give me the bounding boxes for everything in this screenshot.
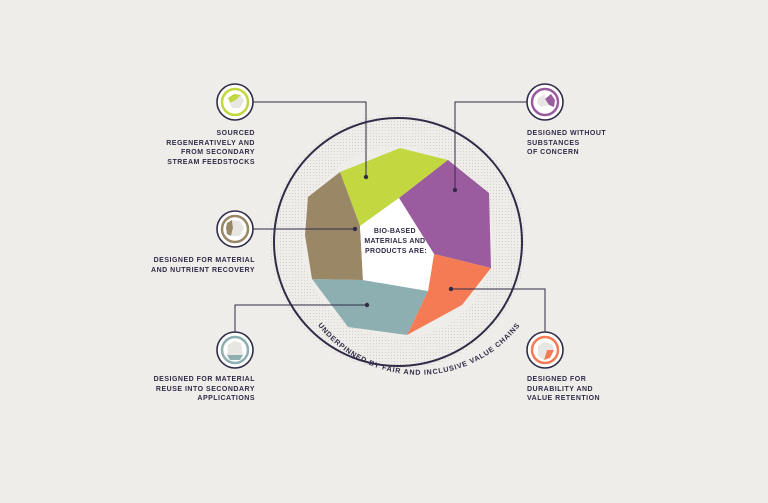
dot-recovery: [352, 226, 358, 232]
badge-recovery: [216, 210, 254, 248]
connectors: [234, 101, 546, 335]
outer-ring: [273, 117, 523, 367]
aperture-mini-brown-icon: [226, 220, 233, 236]
connector-dots: [352, 174, 458, 308]
badge-no-concern-ring: [530, 87, 560, 117]
aperture-mini-rest-icon-5: [538, 342, 554, 360]
dot-sourced: [363, 174, 369, 180]
badge-reuse-ring: [220, 335, 250, 365]
label-no-concern: DESIGNED WITHOUT SUBSTANCES OF CONCERN: [527, 130, 607, 156]
aperture-mini-teal-icon: [227, 355, 243, 360]
badge-reuse: [216, 331, 254, 369]
badge-sourced-ring: [220, 87, 250, 117]
badge-durability: [526, 331, 564, 369]
aperture: [305, 148, 491, 335]
label-sourced: SOURCED REGENERATIVELY AND FROM SECONDAR…: [166, 130, 255, 166]
connector-durability: [451, 288, 546, 335]
segment-green: [340, 148, 448, 226]
aperture-mini-orange-icon: [544, 350, 554, 360]
connector-sourced: [253, 101, 367, 177]
segment-teal: [312, 279, 428, 335]
center-text: BIO-BASED MATERIALS AND PRODUCTS ARE:: [364, 228, 427, 255]
dot-no-concern: [452, 187, 458, 193]
center-line-2: MATERIALS AND: [364, 238, 425, 245]
aperture-mini-purple-icon: [545, 94, 555, 107]
aperture-mini-green-icon: [228, 94, 241, 103]
center-line-3: PRODUCTS ARE:: [365, 248, 427, 255]
label-reuse: DESIGNED FOR MATERIAL REUSE INTO SECONDA…: [153, 376, 255, 402]
badge-sourced: [216, 83, 254, 121]
segment-orange: [407, 254, 491, 335]
badge-durability-ring: [530, 335, 560, 365]
aperture-mini-rest-icon-4: [227, 341, 243, 355]
dot-durability: [448, 286, 454, 292]
badge-recovery-ring: [220, 214, 250, 244]
segment-purple: [399, 160, 491, 268]
connector-reuse: [234, 304, 367, 335]
aperture-mini-rest-icon-3: [231, 220, 244, 236]
connector-no-concern: [454, 101, 527, 190]
badge-no-concern: [526, 83, 564, 121]
segment-brown: [305, 172, 363, 280]
label-durability: DESIGNED FOR DURABILITY AND VALUE RETENT…: [527, 376, 601, 402]
label-recovery: DESIGNED FOR MATERIAL AND NUTRIENT RECOV…: [151, 257, 255, 274]
center-hub: [360, 198, 434, 291]
aperture-mini-rest-icon-2: [537, 94, 549, 107]
center-line-1: BIO-BASED: [374, 228, 416, 235]
dot-reuse: [364, 302, 370, 308]
aperture-mini-rest-icon: [230, 95, 244, 108]
